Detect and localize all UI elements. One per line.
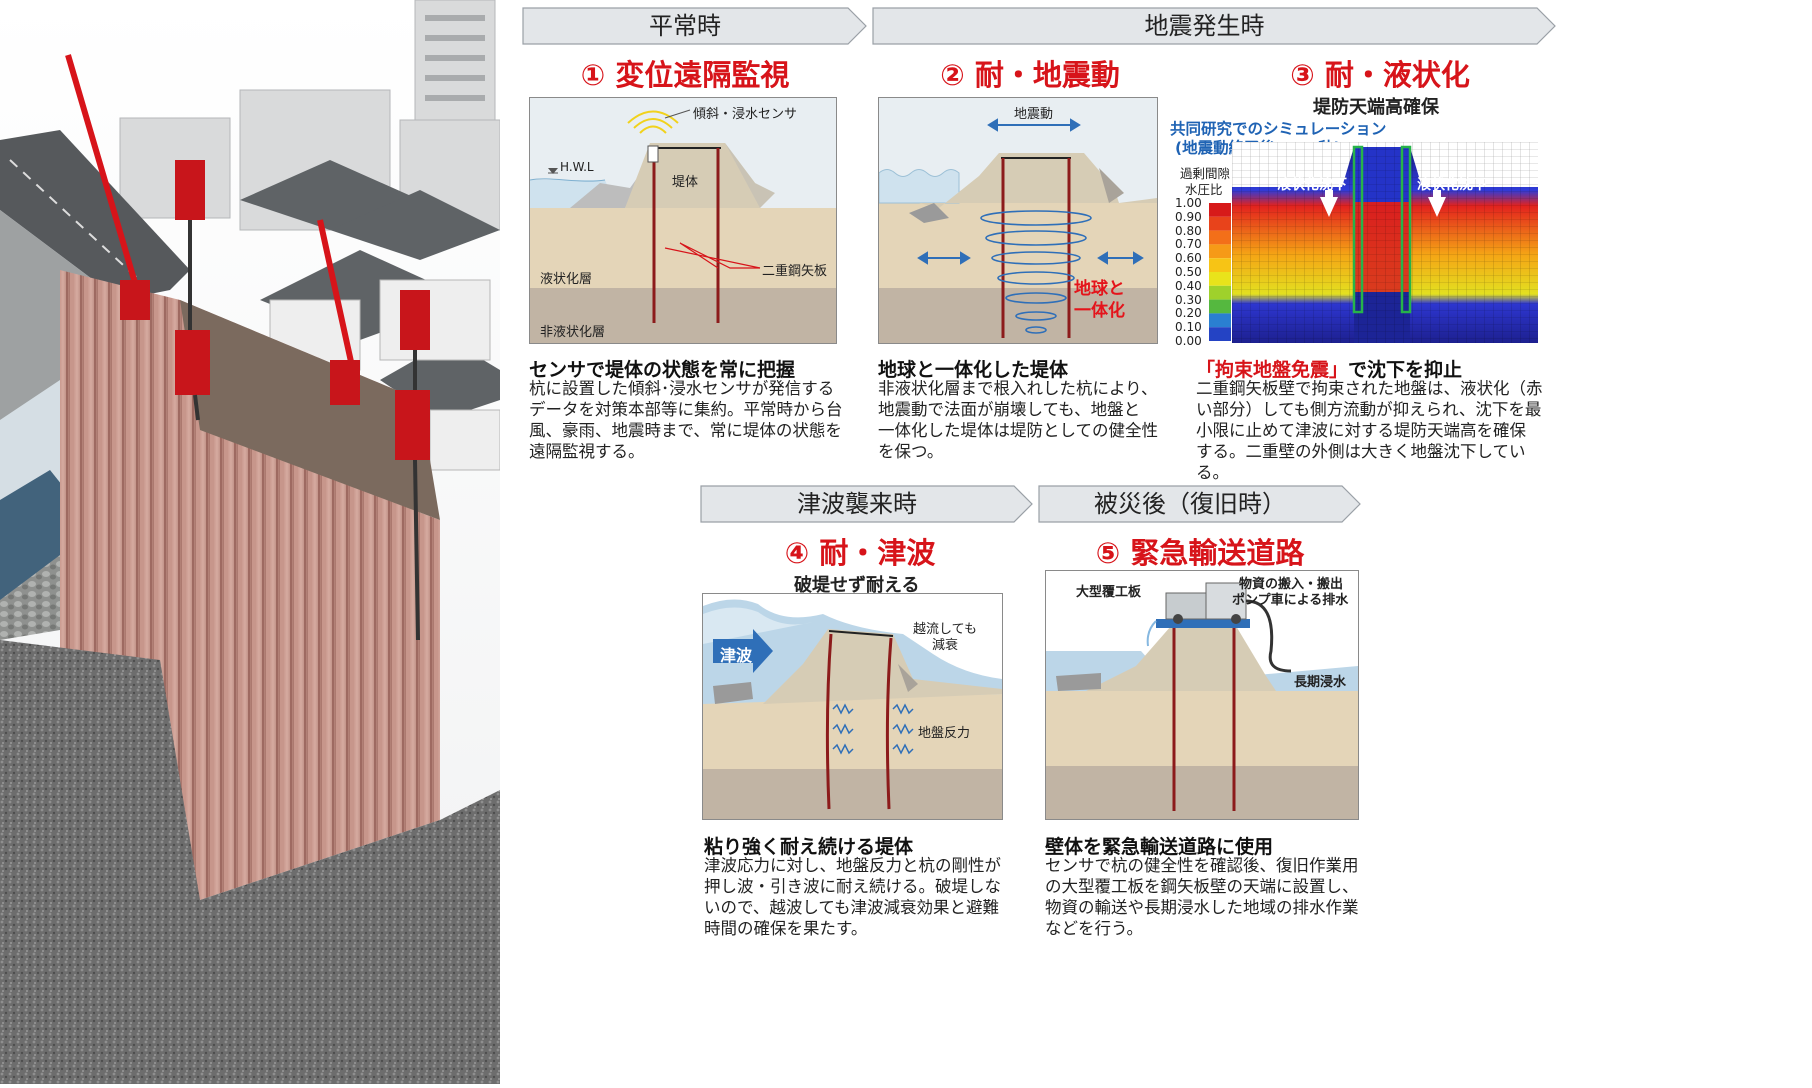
- legend-title-2: 水圧比: [1185, 182, 1223, 197]
- hwl-label: H.W.L: [560, 160, 594, 174]
- section-5-title: ⑤ 緊急輸送道路: [1095, 536, 1305, 570]
- section-3-title: ③ 耐・液状化: [1290, 58, 1470, 92]
- simulation-label: 共同研究でのシミュレーション: [1170, 120, 1387, 138]
- section-1-heading: センサで堤体の状態を常に把握: [529, 359, 796, 381]
- phase-normal: 平常時: [522, 7, 868, 45]
- tsunami-arrow-label: 津波: [720, 646, 753, 665]
- section-3-subtitle: 堤防天端高確保: [1313, 97, 1439, 118]
- legend-value: 1.00: [1175, 196, 1202, 210]
- legend-swatch: [1209, 216, 1231, 231]
- legend-title-1: 過剰間隙: [1180, 166, 1231, 181]
- legend-value: 0.80: [1175, 223, 1202, 238]
- unified-with-earth-label: 地球と 一体化: [1074, 279, 1125, 321]
- section-3-simulation: 液状化沈下 液状化沈下: [1232, 142, 1538, 343]
- ground-reaction-label: 地盤反力: [918, 726, 971, 741]
- section-2-body: 非液状化層まで根入れした杭により、 地震動で法面が崩壊しても、地盤と 一体化した…: [878, 379, 1159, 461]
- phase-tsunami: 津波襲来時: [700, 485, 1034, 523]
- legend-swatch: [1209, 272, 1231, 286]
- legend-value: 0.10: [1175, 320, 1202, 335]
- embankment-label: 堤体: [672, 175, 699, 190]
- section-4-subtitle: 破堤せず耐える: [794, 575, 920, 596]
- sensor-label: 傾斜・浸水センサ: [693, 107, 798, 122]
- section-4-body: 津波応力に対し、地盤反力と杭の剛性が 押し波・引き波に耐え続ける。破堤しな いの…: [704, 856, 1001, 938]
- legend-swatch: [1209, 327, 1231, 341]
- overflow-label: 越流しても 減衰: [913, 622, 977, 653]
- section-2-heading: 地球と一体化した堤体: [878, 359, 1069, 381]
- transport-label-1: 物資の搬入・搬出: [1239, 577, 1344, 592]
- section-1-body: 杭に設置した傾斜･浸水センサが発信する データを対策本部等に集約。平常時から台 …: [529, 379, 843, 461]
- section-4-title: ④ 耐・津波: [784, 536, 936, 570]
- legend-swatch: [1209, 203, 1231, 217]
- legend-value: 0.00: [1175, 334, 1202, 348]
- section-5-body: センサで杭の健全性を確認後、復旧作業用 の大型覆工板を鋼矢板壁の天端に設置し、 …: [1045, 856, 1359, 938]
- section-3-heading: 「拘束地盤免震」で沈下を抑止: [1196, 355, 1462, 382]
- legend-swatch: [1209, 258, 1231, 272]
- section-5-heading: 壁体を緊急輸送道路に使用: [1045, 836, 1274, 858]
- transport-label-2: ポンプ車による排水: [1232, 593, 1349, 608]
- ground-motion-label: 地震動: [1014, 107, 1054, 122]
- legend-value: 0.50: [1175, 265, 1202, 279]
- phase-earthquake: 地震発生時: [872, 7, 1557, 45]
- section-3-heading-rest: で沈下を抑止: [1348, 359, 1463, 381]
- legend-swatch: [1209, 299, 1231, 314]
- construction-illustration: [0, 0, 501, 1084]
- cover-plate-label: 大型覆工板: [1076, 585, 1142, 600]
- section-1-diagram: 傾斜・浸水センサ H.W.L 堤体 液状化層 二重鋼矢板 非液状化層: [529, 97, 837, 344]
- section-1-title: ① 変位遠隔監視: [580, 58, 790, 92]
- section-2-title: ② 耐・地震動: [940, 58, 1120, 92]
- section-4-diagram: 津波 越流しても 減衰 地盤反力: [702, 593, 1003, 820]
- liquefiable-layer-label: 液状化層: [540, 272, 593, 287]
- legend-value: 0.30: [1175, 292, 1202, 307]
- legend-swatch: [1209, 244, 1231, 259]
- legend-swatch: [1209, 285, 1231, 300]
- long-flooding-label: 長期浸水: [1294, 675, 1347, 690]
- settlement-right-label: 液状化沈下: [1417, 177, 1487, 193]
- section-3-heading-emphasis: 「拘束地盤免震」: [1196, 359, 1349, 381]
- legend-swatch: [1209, 313, 1231, 328]
- legend-value: 0.90: [1175, 209, 1202, 224]
- legend-value: 0.70: [1175, 237, 1202, 252]
- section-4-heading: 粘り強く耐え続ける堤体: [704, 836, 914, 858]
- legend-value: 0.60: [1175, 251, 1202, 266]
- phase-recovery: 被災後（復旧時）: [1038, 485, 1362, 523]
- section-3-body: 二重鋼矢板壁で拘束された地盤は、液状化（赤 い部分）しても側方流動が抑えられ、沈…: [1196, 379, 1543, 482]
- legend-value: 0.20: [1175, 306, 1202, 321]
- section-5-diagram: 大型覆工板 物資の搬入・搬出 ポンプ車による排水 長期浸水: [1045, 570, 1359, 820]
- legend-swatch: [1209, 230, 1231, 245]
- sheet-pile-label: 二重鋼矢板: [762, 264, 828, 279]
- non-liquefiable-layer-label: 非液状化層: [540, 325, 606, 340]
- settlement-left-label: 液状化沈下: [1277, 177, 1347, 193]
- legend-value: 0.40: [1175, 278, 1202, 293]
- section-2-diagram: 地震動 地球と 一体化: [878, 97, 1158, 344]
